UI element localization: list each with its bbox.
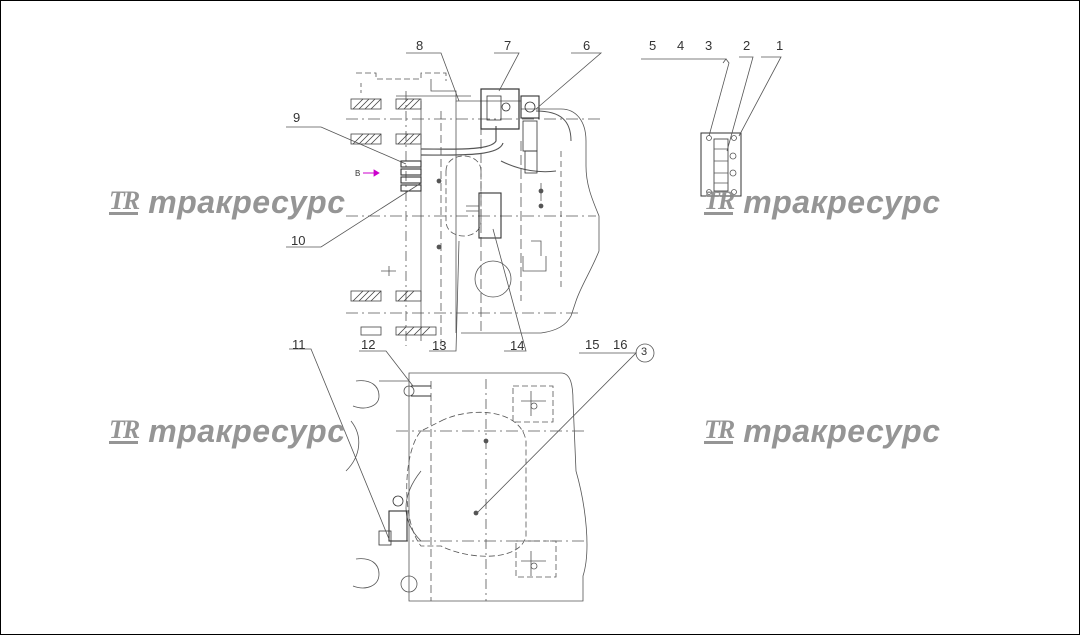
view-marker-circle-label: 3 <box>641 346 648 358</box>
lower-frame-view <box>345 372 588 602</box>
callout-2: 2 <box>743 38 751 53</box>
watermark-brand: тракресурс <box>148 413 346 449</box>
callout-14: 14 <box>510 338 525 353</box>
watermark-bottom-left: TR тракресурс <box>109 413 346 450</box>
watermark-logo: TR <box>109 415 140 444</box>
callout-8: 8 <box>416 38 424 53</box>
callout-12: 12 <box>361 337 376 352</box>
watermark-logo: TR <box>704 415 735 444</box>
watermark-logo: TR <box>109 186 140 215</box>
callout-15: 15 <box>585 337 600 352</box>
callout-13: 13 <box>432 338 447 353</box>
view-arrow <box>363 169 380 177</box>
leader-lines <box>286 52 782 540</box>
callout-11: 11 <box>292 337 306 352</box>
watermark-bottom-right: TR тракресурс <box>704 413 941 450</box>
callout-16: 16 <box>613 337 628 352</box>
upper-frame-view <box>346 72 601 346</box>
callout-3: 3 <box>705 38 713 53</box>
callout-4: 4 <box>677 38 685 53</box>
callout-10: 10 <box>291 233 306 248</box>
watermark-brand: тракресурс <box>148 184 346 220</box>
watermark-logo: TR <box>704 186 735 215</box>
callout-7: 7 <box>504 38 512 53</box>
detail-plate <box>700 132 742 197</box>
watermark-top-right: TR тракресурс <box>704 184 941 221</box>
callout-6: 6 <box>583 38 591 53</box>
callout-9: 9 <box>293 110 301 125</box>
view-letter: B <box>355 169 361 178</box>
watermark-brand: тракресурс <box>743 184 941 220</box>
watermark-top-left: TR тракресурс <box>109 184 346 221</box>
callout-5: 5 <box>649 38 657 53</box>
watermark-brand: тракресурс <box>743 413 941 449</box>
callout-1: 1 <box>776 38 784 53</box>
